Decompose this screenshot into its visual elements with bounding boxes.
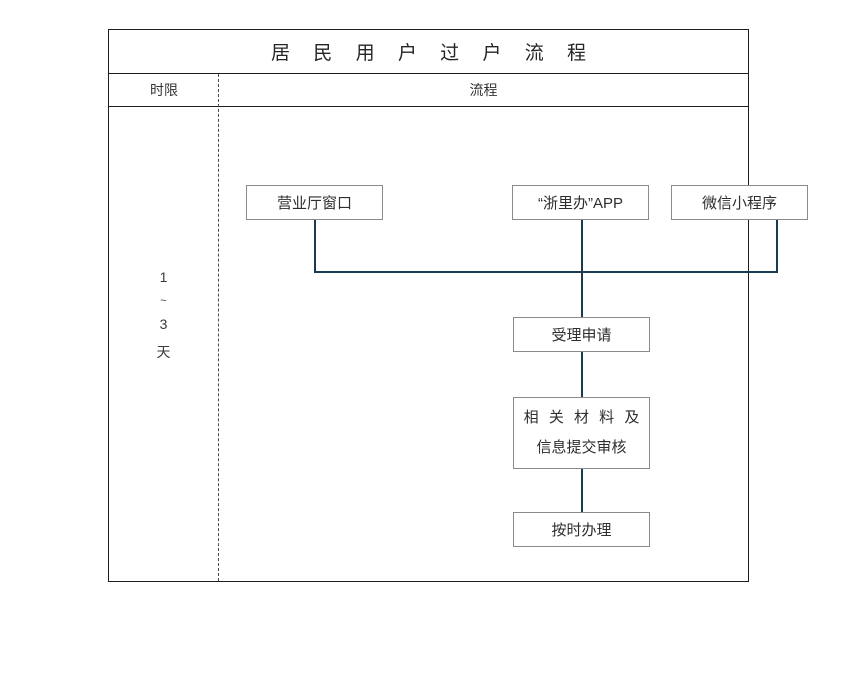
time-column: 1 ~ 3 天 [109, 107, 218, 581]
time-range-stack: 1 ~ 3 天 [109, 265, 218, 367]
flow-node-review[interactable]: 相 关 材 料 及 信息提交审核 [513, 397, 650, 469]
connector-wechat-down [776, 220, 778, 273]
time-unit: 天 [156, 344, 171, 360]
flow-node-wechat[interactable]: 微信小程序 [671, 185, 808, 220]
connector-review-to-handle [581, 469, 583, 513]
page-title: 居 民 用 户 过 户 流 程 [271, 43, 595, 64]
connector-hall-down [314, 220, 316, 273]
flow-node-handle-label: 按时办理 [551, 522, 612, 539]
flow-column: 营业厅窗口 “浙里办”APP 微信小程序 受理申请 相 关 材 料 及 信息提交… [218, 107, 808, 581]
flow-node-app[interactable]: “浙里办”APP [512, 185, 649, 220]
connector-merge-bus [314, 271, 778, 273]
flow-node-handle[interactable]: 按时办理 [513, 512, 650, 547]
flow-node-accept-label: 受理申请 [551, 327, 612, 344]
connector-accept-to-review [581, 352, 583, 398]
connector-app-down [581, 220, 583, 273]
column-divider [218, 74, 219, 581]
time-to: 3 [159, 316, 168, 332]
flow-node-accept[interactable]: 受理申请 [513, 317, 650, 352]
flow-node-review-label-line2: 信息提交审核 [536, 439, 627, 456]
flow-node-app-label: “浙里办”APP [537, 195, 623, 212]
table-header-row: 时限 流程 [109, 74, 748, 107]
time-from: 1 [159, 269, 168, 285]
column-header-time: 时限 [150, 82, 178, 98]
flow-node-hall-label: 营业厅窗口 [276, 195, 352, 212]
table-title-row: 居 民 用 户 过 户 流 程 [109, 30, 748, 74]
process-flow-table: 居 民 用 户 过 户 流 程 时限 流程 1 ~ 3 天 [108, 29, 808, 582]
flow-node-review-label-line1: 相 关 材 料 及 [523, 409, 643, 426]
time-range-symbol: ~ [160, 295, 167, 307]
table-body: 1 ~ 3 天 营业厅窗口 “浙里办”APP 微信小程序 [109, 107, 808, 581]
column-header-flow: 流程 [469, 82, 498, 98]
flow-node-hall[interactable]: 营业厅窗口 [246, 185, 383, 220]
connector-bus-to-accept [581, 271, 583, 318]
flow-node-wechat-label: 微信小程序 [701, 195, 777, 212]
